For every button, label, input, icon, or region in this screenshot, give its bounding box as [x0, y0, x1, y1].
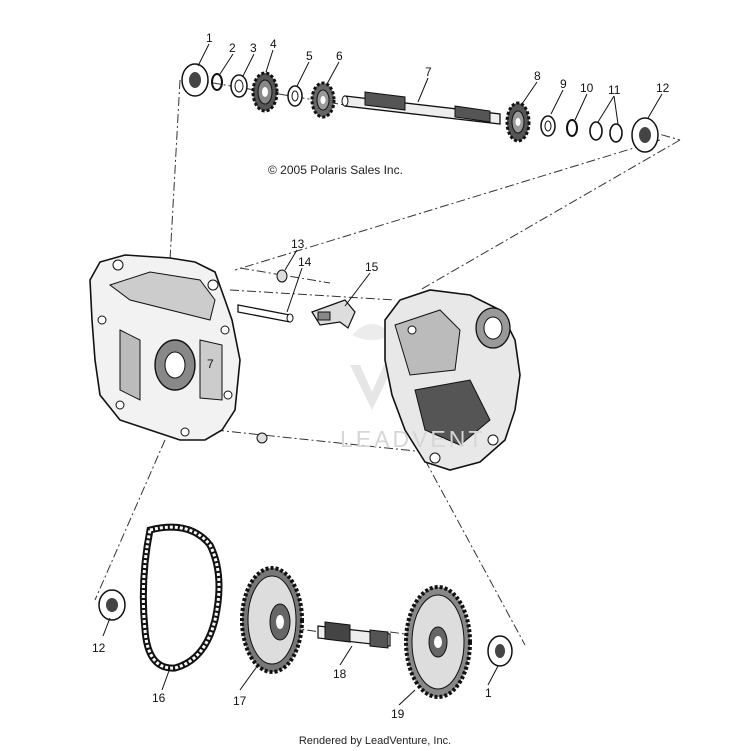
callout-12-lower: 12 — [92, 641, 106, 655]
part-1-bearing — [181, 63, 209, 97]
leader-lines — [102, 43, 663, 706]
callout-10: 10 — [580, 81, 594, 95]
part-17-sprocket-gear — [240, 566, 304, 674]
footer-credit: Rendered by LeadVenture, Inc. — [298, 735, 452, 747]
part-10-snap-ring — [566, 119, 578, 137]
watermark-text: LEADVENT — [340, 426, 486, 452]
part-2-snap-ring — [211, 73, 223, 91]
part-9-washer — [540, 115, 556, 137]
part-19-driven-gear — [404, 585, 472, 699]
part-14-shaft-pin — [237, 304, 294, 323]
part-5-washer — [287, 85, 303, 107]
part-16-drive-chain — [139, 523, 223, 672]
part-12-bearing-lower — [98, 589, 126, 621]
callout-15: 15 — [365, 260, 379, 274]
callout-18: 18 — [333, 667, 347, 681]
callout-9: 9 — [560, 77, 567, 91]
part-11-washers — [589, 121, 623, 143]
callout-12: 12 — [656, 81, 670, 95]
callout-11: 11 — [608, 83, 621, 97]
part-1-bearing-lower — [487, 635, 513, 667]
callout-2: 2 — [229, 41, 236, 55]
callout-13: 13 — [291, 237, 305, 251]
part-3-washer — [230, 74, 248, 98]
part-18-output-shaft — [317, 621, 391, 649]
part-6-gear — [310, 81, 336, 119]
svg-text:7: 7 — [207, 357, 214, 371]
callout-1: 1 — [206, 31, 213, 45]
copyright-text: © 2005 Polaris Sales Inc. — [268, 163, 403, 177]
callout-14: 14 — [298, 255, 312, 269]
left-case-half: 7 — [89, 254, 241, 441]
callout-17: 17 — [233, 694, 247, 708]
callout-19: 19 — [391, 707, 405, 721]
part-7-shaft — [341, 91, 501, 125]
callout-5: 5 — [306, 49, 313, 63]
callout-3: 3 — [250, 41, 257, 55]
part-13-dowel-pin-lower — [256, 432, 268, 444]
right-case-half — [384, 289, 521, 471]
part-8-gear — [505, 101, 531, 143]
callout-4: 4 — [270, 37, 277, 51]
leadventure-logo-watermark — [350, 324, 394, 410]
part-15-shift-fork — [311, 299, 356, 329]
callout-7: 7 — [425, 65, 432, 79]
part-13-dowel-pin — [276, 269, 288, 283]
callout-16: 16 — [152, 691, 166, 705]
callout-1-lower: 1 — [485, 686, 492, 700]
callout-6: 6 — [336, 49, 343, 63]
callout-numbers: 1 2 3 4 5 6 7 8 9 10 11 12 13 14 15 12 1… — [92, 31, 670, 721]
callout-8: 8 — [534, 69, 541, 83]
part-12-bearing — [631, 117, 659, 153]
part-4-gear — [251, 71, 279, 113]
